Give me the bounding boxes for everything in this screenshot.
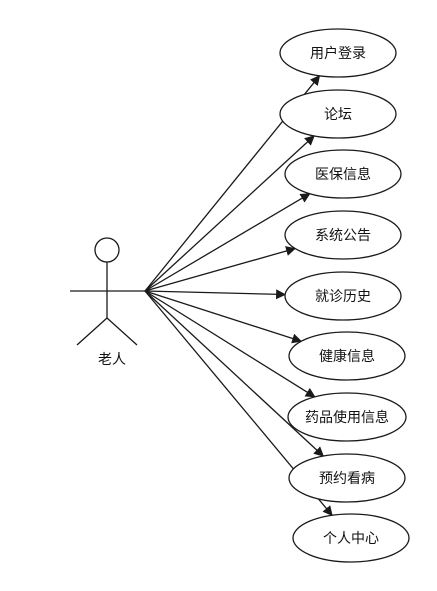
use-case-label: 用户登录 [310, 45, 366, 62]
use-case-label: 就诊历史 [315, 289, 371, 305]
use-case-ellipse [288, 331, 406, 381]
use-case-label: 健康信息 [319, 348, 375, 365]
use-case-appointment: 预约看病 [288, 453, 406, 503]
association-arrow-forum [144, 135, 315, 292]
association-arrow-medication-info [144, 290, 316, 398]
actor-right-leg [106, 317, 138, 346]
association-arrow-medical-insurance [144, 193, 311, 292]
actor-label: 老人 [98, 352, 126, 368]
association-arrow-appointment [144, 290, 325, 457]
actor-head [94, 237, 120, 263]
use-case-ellipse [279, 28, 397, 78]
use-case-ellipse [284, 210, 402, 260]
association-arrow-announcement [144, 246, 297, 292]
use-case-forum: 论坛 [279, 89, 397, 139]
use-case-visit-history: 就诊历史 [284, 271, 402, 321]
use-case-medication-info: 药品使用信息 [287, 392, 407, 442]
use-case-ellipse [292, 513, 410, 563]
use-case-ellipse [287, 392, 407, 442]
use-case-label: 个人中心 [323, 531, 379, 547]
association-arrow-visit-history [144, 289, 287, 300]
use-case-ellipse [288, 453, 406, 503]
association-arrow-health-info [144, 290, 303, 344]
use-case-health-info: 健康信息 [288, 331, 406, 381]
use-case-login: 用户登录 [279, 28, 397, 78]
use-case-announcement: 系统公告 [284, 210, 402, 260]
use-case-medical-insurance: 医保信息 [284, 149, 402, 199]
associations [144, 75, 333, 517]
use-case-label: 系统公告 [315, 228, 371, 244]
actor: 老人 [70, 237, 145, 368]
use-case-label: 论坛 [324, 107, 352, 123]
use-case-ellipse [284, 149, 402, 199]
use-case-label: 医保信息 [315, 166, 371, 183]
actor-left-leg [76, 317, 108, 346]
use-case-label: 预约看病 [319, 471, 375, 487]
use-case-ellipse [279, 89, 397, 139]
use-case-ellipse [284, 271, 402, 321]
use-case-label: 药品使用信息 [305, 409, 389, 426]
use-case-personal-center: 个人中心 [292, 513, 410, 563]
